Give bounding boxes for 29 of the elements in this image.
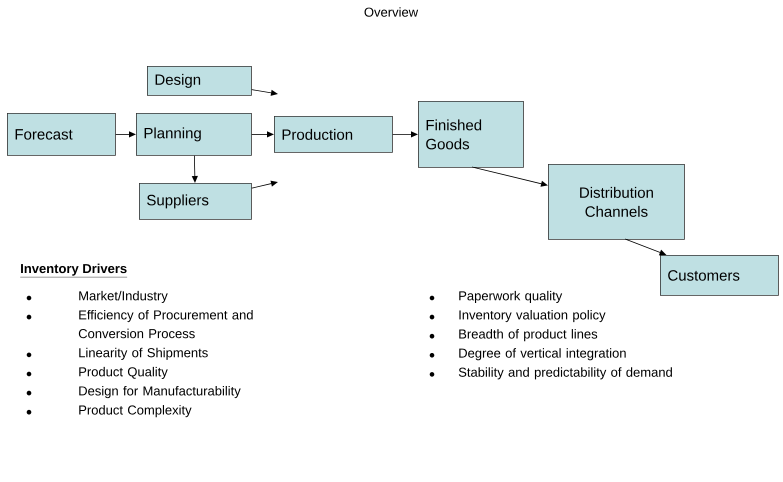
list-item: Paperwork quality bbox=[459, 290, 562, 303]
list-item: Breadth of product lines bbox=[459, 329, 598, 342]
list-item: Inventory valuation policy bbox=[459, 310, 606, 322]
list-item: Linearity of Shipments bbox=[79, 348, 208, 360]
list-item: Degree of vertical integration bbox=[459, 348, 626, 360]
box-label: Distribution Channels bbox=[580, 186, 653, 217]
process-box bbox=[7, 113, 116, 156]
process-box bbox=[139, 183, 252, 220]
box-label: Customers bbox=[668, 270, 740, 281]
title: Overview bbox=[364, 7, 418, 17]
box-label: Finished Goods bbox=[426, 119, 482, 150]
list-item: Design for Manufacturability bbox=[79, 386, 241, 398]
list-item: Product Complexity bbox=[79, 405, 192, 418]
list-heading: Inventory Drivers bbox=[20, 264, 128, 278]
process-box bbox=[418, 101, 524, 168]
list-item: Product Quality bbox=[79, 366, 168, 379]
process-box bbox=[147, 66, 252, 96]
process-box bbox=[660, 255, 779, 296]
box-label: Forecast bbox=[16, 129, 73, 140]
box-label: Suppliers bbox=[147, 194, 208, 208]
box-label: Design bbox=[156, 74, 200, 88]
list-item: Market/Industry bbox=[79, 290, 168, 303]
box-label: Production bbox=[282, 128, 352, 140]
process-box bbox=[548, 164, 685, 240]
box-label: Planning bbox=[144, 127, 201, 142]
process-box bbox=[274, 116, 393, 153]
list-item: Stability and predictability of demand bbox=[458, 367, 672, 380]
list-item: Efficiency of Procurement and Conversion Process bbox=[78, 310, 253, 338]
process-box bbox=[136, 113, 252, 156]
